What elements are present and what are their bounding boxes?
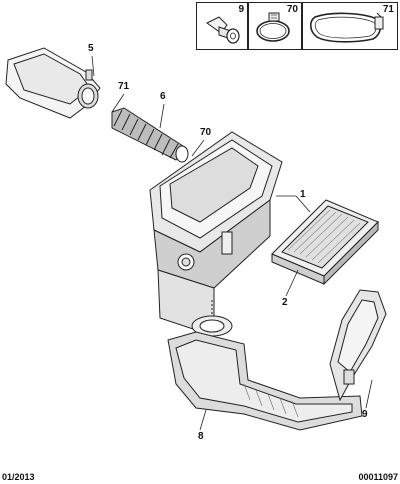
callout-1: 1	[300, 189, 306, 200]
footer-date: 01/2013	[2, 472, 35, 482]
outlet-flange	[191, 300, 233, 337]
side-pipe	[329, 289, 387, 402]
hose-clamp-icon	[256, 12, 290, 42]
inlet-duct	[5, 47, 101, 119]
legend-box-9: 9	[196, 2, 248, 50]
callout-2: 2	[282, 297, 288, 308]
callout-5: 5	[88, 43, 94, 54]
callout-70: 70	[200, 127, 212, 138]
callout-71: 71	[118, 81, 130, 92]
legend-number: 9	[238, 4, 244, 15]
callout-9: 9	[362, 409, 368, 420]
legend-box-71: 71	[302, 2, 398, 50]
strap-clamp-icon	[309, 12, 384, 43]
legend-number: 71	[382, 4, 394, 15]
legend-number: 70	[286, 4, 298, 15]
footer-reference: 00011097	[358, 472, 398, 482]
legend-box-70: 70	[248, 2, 302, 50]
callout-8: 8	[198, 431, 204, 442]
leader-lines	[91, 55, 373, 431]
corrugated-hose	[111, 107, 189, 163]
callout-6: 6	[160, 91, 166, 102]
filter-element	[271, 199, 379, 286]
clip-fastener-icon	[206, 16, 240, 44]
filter-housing	[149, 131, 283, 331]
outlet-duct	[167, 331, 363, 431]
